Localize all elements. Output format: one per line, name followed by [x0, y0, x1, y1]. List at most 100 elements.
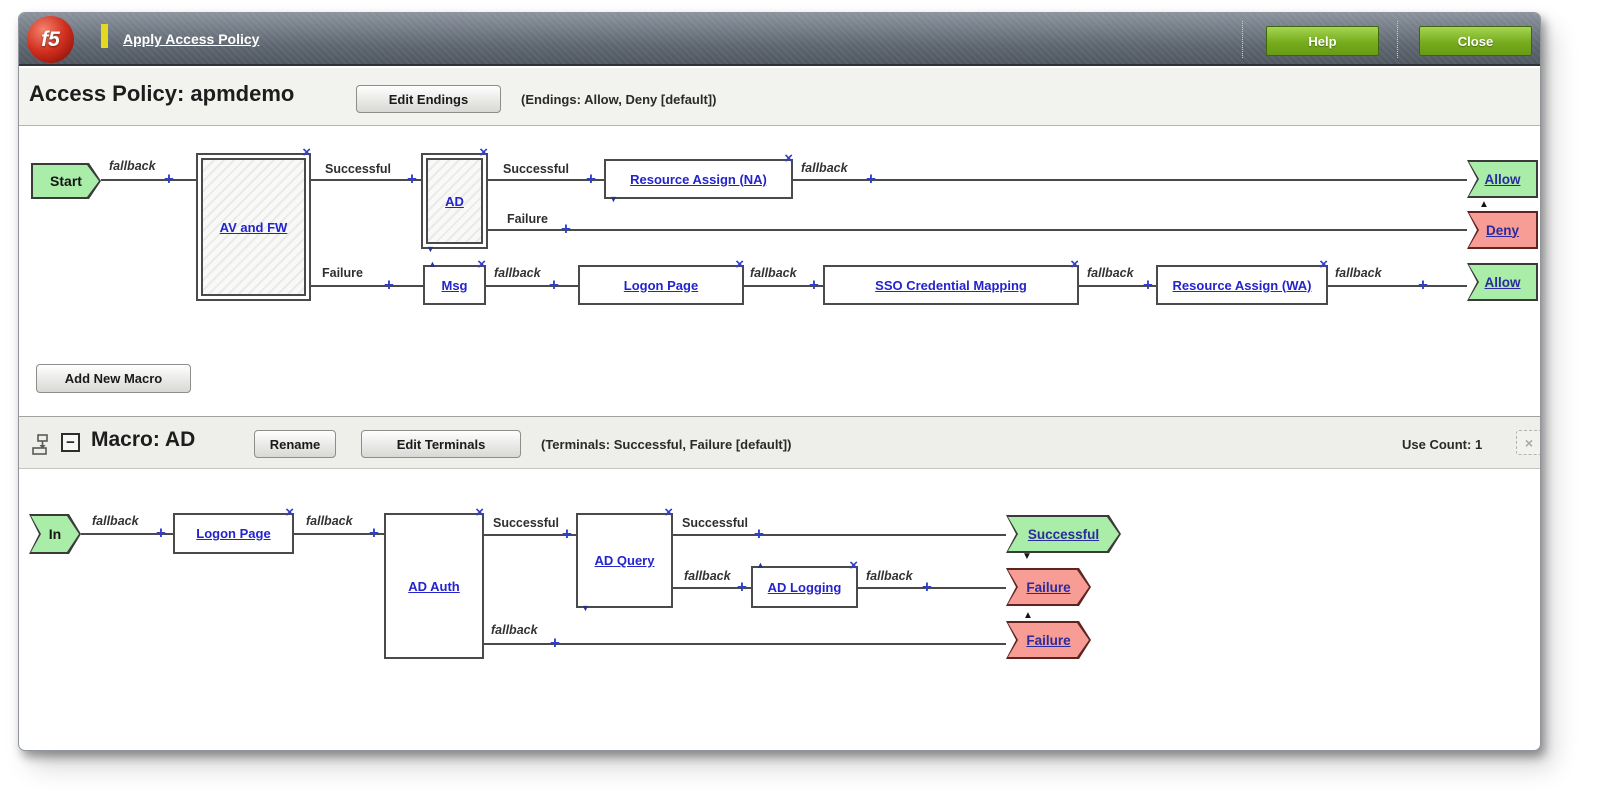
terminal-failure-link[interactable]: Failure — [1026, 579, 1071, 595]
branch-label-successful: Successful — [682, 516, 749, 530]
flag-fill: Allow — [1469, 265, 1536, 299]
default-ending-marker-icon: ▲ — [1479, 199, 1489, 210]
add-action-button[interactable]: + — [164, 169, 174, 189]
delete-node-icon[interactable]: × — [475, 504, 484, 521]
delete-node-icon[interactable]: × — [479, 144, 488, 161]
delete-macro-button-disabled[interactable]: × — [1516, 430, 1540, 455]
terminal-successful-link[interactable]: Successful — [1027, 526, 1100, 542]
start-node: Start — [31, 163, 101, 199]
node-sso-credential-mapping: SSO Credential Mapping × — [823, 257, 1079, 305]
apply-access-policy-link[interactable]: Apply Access Policy — [123, 31, 260, 47]
rename-macro-button[interactable]: Rename — [254, 430, 336, 458]
macro-node-logon-page-link[interactable]: Logon Page — [196, 526, 271, 541]
add-action-button[interactable]: + — [754, 524, 764, 544]
connector — [488, 179, 604, 181]
node-resource-assign-wa-link[interactable]: Resource Assign (WA) — [1172, 277, 1312, 293]
add-action-button[interactable]: + — [866, 169, 876, 189]
add-action-button[interactable]: + — [561, 219, 571, 239]
node-resource-assign-na-link[interactable]: Resource Assign (NA) — [630, 171, 767, 187]
node-sso-credential-mapping-link[interactable]: SSO Credential Mapping — [875, 277, 1027, 293]
connector — [858, 587, 1006, 589]
expand-icon[interactable]: ▼ — [609, 194, 618, 204]
ending-allow-link[interactable]: Allow — [1484, 274, 1521, 290]
terminal-successful: Successful — [1006, 515, 1121, 553]
add-action-button[interactable]: + — [549, 275, 559, 295]
add-action-button[interactable]: + — [737, 577, 747, 597]
branch-label-successful: Successful — [493, 516, 560, 530]
ending-deny-link[interactable]: Deny — [1485, 222, 1519, 238]
delete-node-icon[interactable]: × — [664, 504, 673, 521]
macro-in-label: In — [48, 526, 62, 542]
delete-node-icon[interactable]: × — [1319, 256, 1328, 273]
add-action-button[interactable]: + — [384, 275, 394, 295]
add-action-button[interactable]: + — [922, 577, 932, 597]
branch-label-fallback: fallback — [1335, 266, 1382, 280]
macro-node-ad-query-link[interactable]: AD Query — [594, 553, 655, 568]
connector — [311, 285, 423, 287]
collapse-icon[interactable]: ▲ — [428, 259, 437, 269]
top-bar: f5 Apply Access Policy Help Close — [19, 13, 1540, 66]
add-action-button[interactable]: + — [809, 275, 819, 295]
add-new-macro-button[interactable]: Add New Macro — [36, 364, 191, 393]
delete-node-icon[interactable]: × — [285, 504, 294, 521]
delete-node-icon[interactable]: × — [1070, 256, 1079, 273]
vpe-window: f5 Apply Access Policy Help Close Access… — [18, 12, 1541, 751]
terminal-failure-link[interactable]: Failure — [1026, 632, 1071, 648]
delete-node-icon[interactable]: × — [784, 150, 793, 167]
macrocall-av-and-fw-link[interactable]: AV and FW — [219, 219, 288, 235]
edit-endings-button[interactable]: Edit Endings — [356, 85, 501, 113]
connector — [484, 534, 576, 536]
macro-tree-icon — [32, 434, 48, 455]
terminal-failure-1: Failure — [1006, 568, 1091, 606]
connector — [101, 179, 196, 181]
ending-deny: Deny — [1467, 211, 1538, 249]
flag-fill: Deny — [1469, 213, 1536, 247]
delete-node-icon[interactable]: × — [735, 256, 744, 273]
branch-label-fallback: fallback — [866, 569, 913, 583]
policy-title-row: Access Policy: apmdemo Edit Endings (End… — [19, 68, 1540, 126]
flag-fill: Successful — [1008, 517, 1119, 551]
ending-allow-link[interactable]: Allow — [1484, 171, 1521, 187]
branch-label-successful: Successful — [325, 162, 392, 176]
macro-node-ad-logging-link[interactable]: AD Logging — [767, 579, 842, 595]
macrocall-hatch: AV and FW — [201, 158, 306, 296]
yellow-accent-bar — [101, 24, 108, 48]
connector — [793, 179, 1467, 181]
macro-in-node: In — [29, 514, 81, 554]
connector — [673, 587, 751, 589]
add-action-button[interactable]: + — [586, 169, 596, 189]
macrocall-ad-link[interactable]: AD — [445, 193, 464, 209]
add-action-button[interactable]: + — [156, 523, 166, 543]
flag-fill: Failure — [1008, 570, 1089, 604]
default-terminal-marker-icon: ▲ — [1023, 610, 1033, 621]
expand-macro-icon[interactable]: ▼ — [426, 244, 435, 254]
macrocall-hatch: AD — [426, 158, 483, 244]
collapse-macro-button[interactable]: − — [61, 433, 80, 452]
help-button[interactable]: Help — [1266, 26, 1379, 56]
close-button[interactable]: Close — [1419, 26, 1532, 56]
node-msg-link[interactable]: Msg — [441, 277, 468, 293]
delete-node-icon[interactable]: × — [477, 256, 486, 273]
expand-icon[interactable]: ▼ — [581, 603, 590, 613]
add-action-button[interactable]: + — [369, 523, 379, 543]
branch-label-fallback: fallback — [92, 514, 139, 528]
add-action-button[interactable]: + — [407, 169, 417, 189]
start-label: Start — [50, 173, 82, 189]
edit-terminals-button[interactable]: Edit Terminals — [361, 430, 521, 458]
node-resource-assign-wa: Resource Assign (WA) × — [1156, 257, 1328, 305]
add-action-button[interactable]: + — [550, 633, 560, 653]
flag-fill: Start — [33, 165, 99, 197]
macrocall-ad: AD × ▼ — [421, 145, 488, 254]
delete-node-icon[interactable]: × — [849, 557, 858, 574]
collapse-icon[interactable]: ▲ — [756, 560, 765, 570]
connector — [484, 643, 1006, 645]
add-action-button[interactable]: + — [562, 524, 572, 544]
add-action-button[interactable]: + — [1418, 275, 1428, 295]
delete-node-icon[interactable]: × — [302, 144, 311, 161]
add-action-button[interactable]: + — [1143, 275, 1153, 295]
branch-label-fallback: fallback — [750, 266, 797, 280]
divider — [1242, 21, 1243, 58]
node-logon-page-link[interactable]: Logon Page — [623, 277, 699, 293]
macro-title: Macro: AD — [91, 428, 196, 451]
macro-node-ad-auth-link[interactable]: AD Auth — [408, 578, 460, 594]
